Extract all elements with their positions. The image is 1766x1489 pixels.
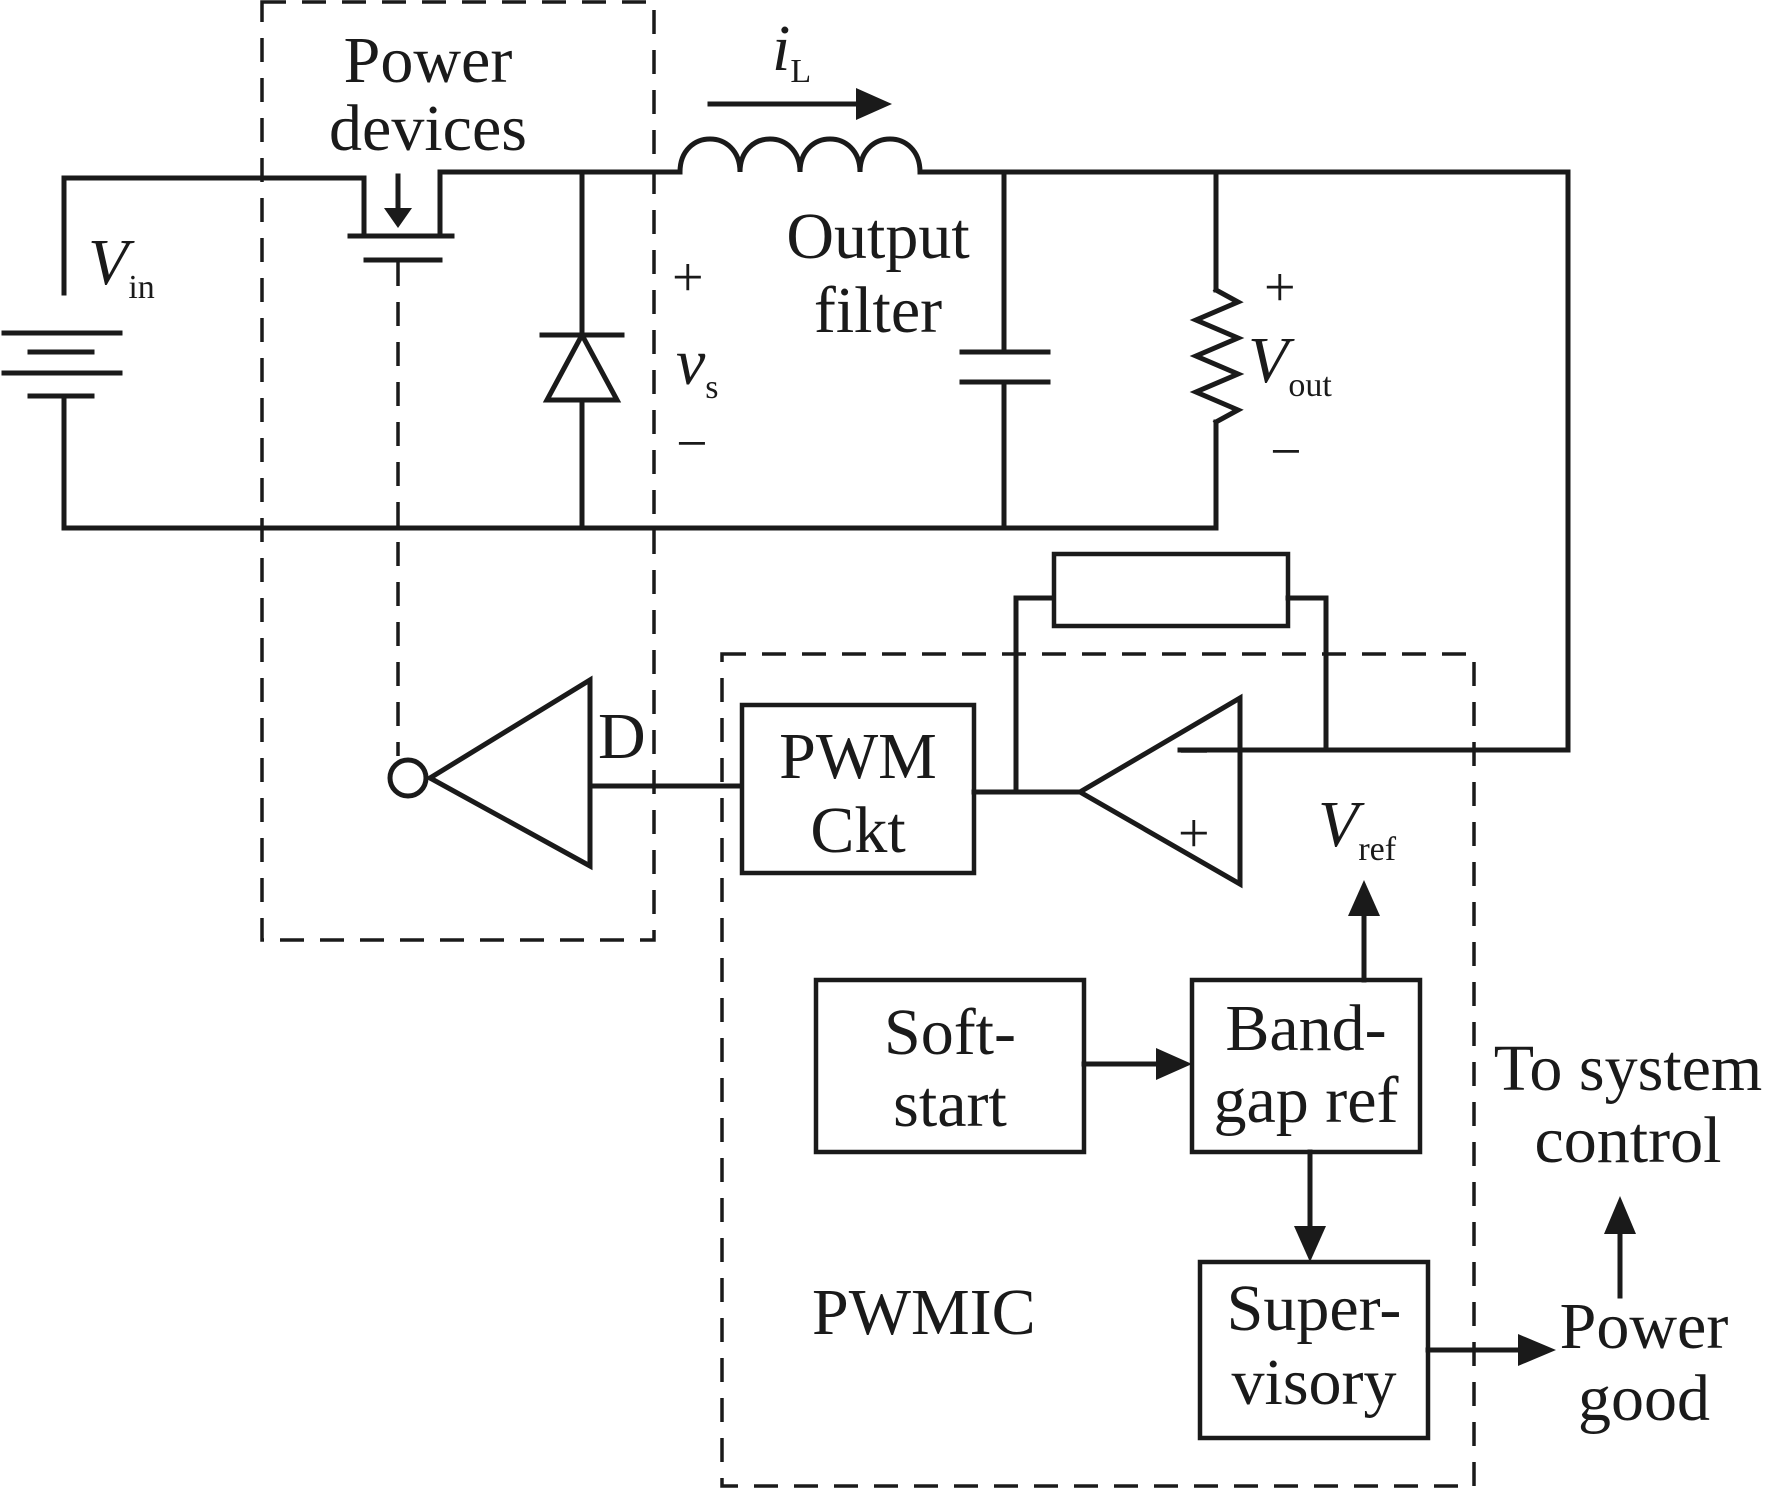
mosfet-switch	[347, 173, 455, 263]
wire-ground-rail	[61, 393, 1219, 531]
soft-start-label-line2: start	[893, 1068, 1007, 1141]
pwm-ckt-label-line2: Ckt	[810, 794, 905, 867]
load-resistor	[1189, 286, 1245, 426]
vs-label: vs	[676, 326, 719, 406]
bandgap-ref-block	[1189, 977, 1423, 1155]
supervisory-block	[1197, 1259, 1431, 1441]
vout-minus-sign: −	[1270, 421, 1302, 483]
gate-driver	[387, 675, 593, 871]
erroramp-minus-sign: −	[1178, 721, 1210, 783]
supervisory-label-line2: visory	[1232, 1346, 1397, 1419]
wire-feedback-right	[1285, 595, 1329, 753]
arrowhead-system-control	[1604, 1196, 1636, 1234]
vs-minus-sign: −	[676, 413, 708, 475]
arrowhead-vref	[1348, 880, 1380, 916]
power-devices-label-line1: Power	[344, 24, 513, 97]
pwm-ckt-block	[739, 702, 977, 876]
error-amplifier	[1075, 693, 1243, 889]
arrowhead-supervisory	[1294, 1226, 1326, 1262]
output-filter-label-line2: filter	[814, 274, 942, 347]
power-devices-label-line2: devices	[329, 92, 527, 165]
wire-vin-top	[61, 175, 367, 296]
power-good-label-line1: Power	[1560, 1290, 1729, 1363]
battery-vin	[1, 330, 123, 399]
output-filter-label-line1: Output	[786, 200, 969, 273]
vs-plus-sign: +	[672, 247, 704, 309]
system-control-label-line2: control	[1535, 1104, 1722, 1177]
vout-label: Vout	[1248, 324, 1332, 404]
bandgap-label-line2: gap ref	[1213, 1064, 1398, 1137]
pwmic-label: PWMIC	[812, 1276, 1036, 1349]
inductor-current-arrow	[707, 88, 892, 120]
pwm-ckt-label-line1: PWM	[779, 720, 937, 793]
arrowhead-softstart-bandgap	[1156, 1048, 1192, 1080]
vin-label: Vin	[88, 226, 155, 306]
freewheel-diode	[539, 329, 625, 403]
wire-output-top	[917, 169, 1571, 753]
power-devices-region	[260, 0, 656, 942]
bandgap-label-line1: Band-	[1225, 992, 1386, 1065]
supervisory-label-line1: Super-	[1227, 1272, 1402, 1345]
system-control-label-line1: To system	[1494, 1032, 1763, 1105]
power-good-label-line2: good	[1578, 1362, 1710, 1435]
soft-start-label-line1: Soft-	[884, 996, 1016, 1069]
vout-plus-sign: +	[1264, 257, 1296, 319]
vref-label: Vref	[1318, 788, 1397, 868]
feedback-resistor	[1051, 551, 1291, 629]
duty-label: D	[598, 700, 646, 773]
arrowhead-powergood	[1518, 1334, 1556, 1366]
pwmic-region	[720, 652, 1476, 1488]
wire-feedback-left	[1013, 595, 1057, 795]
inductor-current-label: iL	[772, 12, 811, 90]
erroramp-plus-sign: +	[1178, 803, 1210, 865]
wire-mosfet-drain	[437, 169, 683, 237]
inductor	[677, 136, 923, 175]
